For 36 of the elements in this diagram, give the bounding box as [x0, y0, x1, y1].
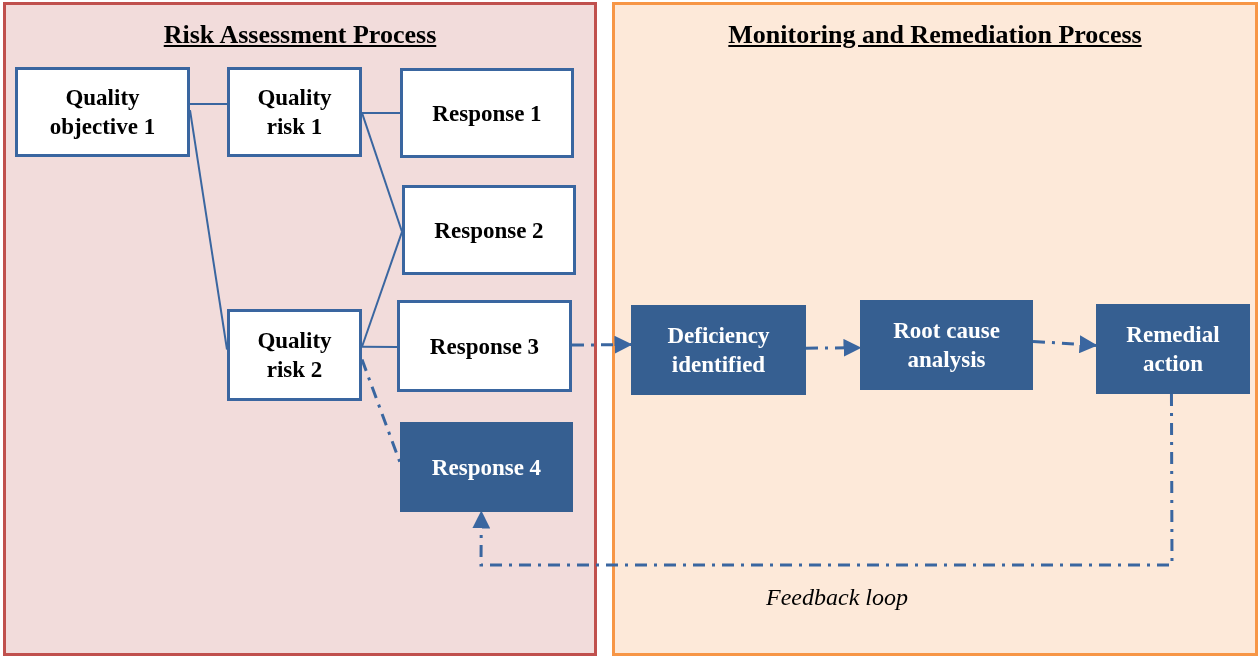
process-box	[400, 422, 573, 512]
box-label: Response 4	[431, 453, 542, 482]
connector-line	[361, 230, 403, 348]
process-box	[631, 305, 806, 395]
box-label: Quality objective 1	[48, 84, 157, 141]
process-box	[227, 309, 362, 401]
arrow	[572, 335, 633, 354]
box-label: Remedial action	[1125, 321, 1221, 378]
panel-heading: Monitoring and Remediation Process	[727, 19, 1143, 51]
process-panel	[612, 2, 1258, 656]
edge-label: Feedback loop	[766, 583, 908, 612]
process-box	[397, 300, 572, 392]
box-label: Root cause analysis	[892, 317, 1001, 374]
arrow	[1032, 335, 1098, 354]
connector-line	[189, 109, 228, 351]
process-box	[860, 300, 1033, 390]
process-panel	[3, 2, 597, 656]
box-label: Deficiency identified	[666, 322, 771, 379]
box-label: Response 2	[434, 216, 544, 245]
process-box	[400, 68, 574, 158]
connector-line	[361, 111, 403, 233]
panel-heading: Risk Assessment Process	[162, 19, 438, 51]
process-box	[1096, 304, 1250, 394]
process-box	[15, 67, 190, 157]
connector-line	[360, 359, 402, 464]
box-label: Quality risk 2	[256, 327, 333, 384]
arrow	[806, 338, 862, 357]
connector-line	[361, 111, 401, 114]
arrow	[472, 394, 1174, 567]
connector-line	[361, 345, 398, 348]
box-label: Quality risk 1	[256, 84, 333, 141]
process-box	[402, 185, 576, 275]
connector-line	[189, 102, 228, 105]
process-box	[227, 67, 362, 157]
box-label: Response 3	[429, 332, 540, 361]
box-label: Response 1	[432, 99, 542, 128]
